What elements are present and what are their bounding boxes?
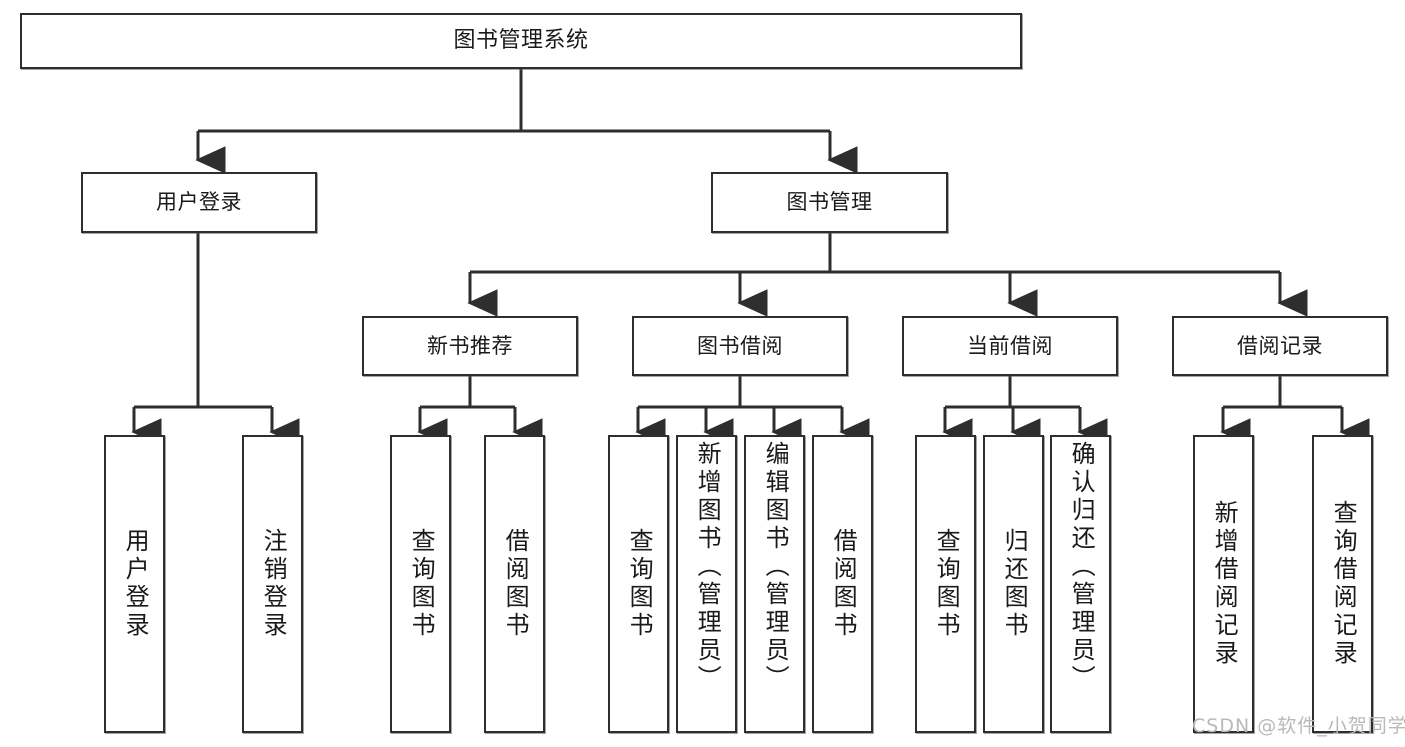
leaf-user-logout[interactable]: 注销登录 <box>242 435 303 733</box>
leaf-user-login[interactable]: 用户登录 <box>104 435 165 733</box>
leaf-borrow-query-book[interactable]: 查询图书 <box>608 435 669 733</box>
leaf-record-query-label: 查询借阅记录 <box>1329 500 1358 668</box>
leaf-borrow-query-book-label: 查询图书 <box>625 528 654 640</box>
csdn-watermark: CSDN @软件_小贺同学 <box>1192 715 1405 737</box>
leaf-user-logout-label: 注销登录 <box>259 528 288 640</box>
leaf-record-add[interactable]: 新增借阅记录 <box>1193 435 1254 733</box>
leaf-borrow-add-book-admin-label: 新增图书（管理员） <box>693 441 722 693</box>
leaf-recommend-borrow-book[interactable]: 借阅图书 <box>484 435 545 733</box>
node-book-management-label: 图书管理 <box>786 190 873 215</box>
leaf-current-confirm-return-admin[interactable]: 确认归还（管理员） <box>1050 435 1111 733</box>
leaf-current-return-book[interactable]: 归还图书 <box>983 435 1044 733</box>
leaf-current-confirm-return-admin-label: 确认归还（管理员） <box>1067 441 1096 693</box>
leaf-current-query-book[interactable]: 查询图书 <box>915 435 976 733</box>
node-borrow-record[interactable]: 借阅记录 <box>1172 316 1388 376</box>
leaf-borrow-add-book-admin[interactable]: 新增图书（管理员） <box>676 435 737 733</box>
leaf-record-query[interactable]: 查询借阅记录 <box>1312 435 1373 733</box>
node-user-login[interactable]: 用户登录 <box>81 172 317 233</box>
node-book-management[interactable]: 图书管理 <box>711 172 948 233</box>
leaf-borrow-edit-book-admin[interactable]: 编辑图书（管理员） <box>744 435 805 733</box>
leaf-recommend-query-book-label: 查询图书 <box>407 528 436 640</box>
leaf-borrow-borrow-book[interactable]: 借阅图书 <box>812 435 873 733</box>
leaf-record-add-label: 新增借阅记录 <box>1210 500 1239 668</box>
leaf-borrow-borrow-book-label: 借阅图书 <box>829 528 858 640</box>
node-current-borrow[interactable]: 当前借阅 <box>902 316 1118 376</box>
node-book-borrow-label: 图书借阅 <box>697 333 783 358</box>
node-new-book-recommend-label: 新书推荐 <box>427 333 513 358</box>
leaf-borrow-edit-book-admin-label: 编辑图书（管理员） <box>761 441 790 693</box>
node-current-borrow-label: 当前借阅 <box>967 333 1053 358</box>
node-root-label: 图书管理系统 <box>453 28 589 54</box>
node-root[interactable]: 图书管理系统 <box>20 13 1022 69</box>
node-user-login-label: 用户登录 <box>156 190 242 215</box>
node-book-borrow[interactable]: 图书借阅 <box>632 316 848 376</box>
leaf-recommend-borrow-book-label: 借阅图书 <box>501 528 530 640</box>
leaf-current-query-book-label: 查询图书 <box>932 528 961 640</box>
node-new-book-recommend[interactable]: 新书推荐 <box>362 316 578 376</box>
leaf-recommend-query-book[interactable]: 查询图书 <box>390 435 451 733</box>
leaf-current-return-book-label: 归还图书 <box>1000 528 1029 640</box>
node-borrow-record-label: 借阅记录 <box>1237 333 1323 358</box>
leaf-user-login-label: 用户登录 <box>121 528 150 640</box>
